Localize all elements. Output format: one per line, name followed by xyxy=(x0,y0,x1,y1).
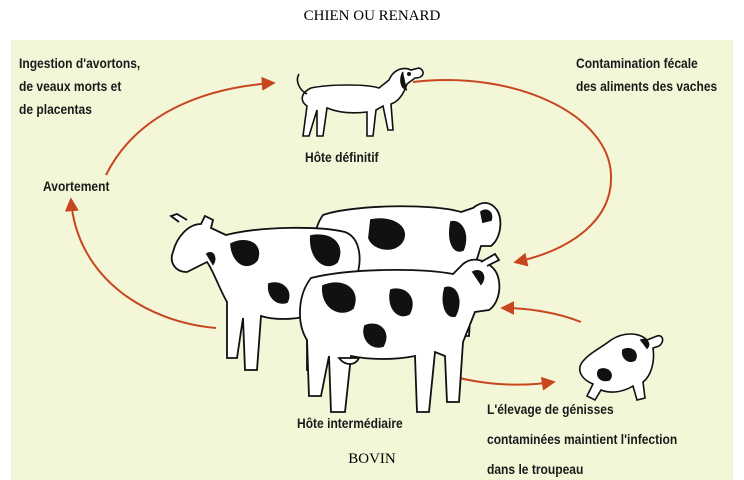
label-contamination-line-2: des aliments des vaches xyxy=(576,78,718,94)
label-abortion: Avortement xyxy=(43,178,110,194)
arrow-to-dog xyxy=(105,76,276,176)
arrow-cows-to-abortion xyxy=(64,197,217,329)
label-definitive-host: Hôte définitif xyxy=(305,149,379,165)
label-ingestion-line-2: de veaux morts et xyxy=(19,78,122,94)
label-intermediate-host: Hôte intermédiaire xyxy=(297,415,403,431)
label-ingestion-line-3: de placentas xyxy=(19,101,92,117)
life-cycle-diagram xyxy=(11,40,733,480)
arrow-calf-to-cows xyxy=(500,301,582,323)
bottom-caption: BOVIN xyxy=(348,451,396,467)
label-heifers-line-2: contaminées maintient l'infection xyxy=(487,431,678,447)
page-title: CHIEN OU RENARD xyxy=(303,8,441,24)
life-cycle-panel: Ingestion d'avortons, de veaux morts et … xyxy=(11,40,733,480)
label-ingestion-line-1: Ingestion d'avortons, xyxy=(19,55,141,71)
calf-illustration xyxy=(578,333,664,402)
label-contamination-line-1: Contamination fécale xyxy=(576,55,698,71)
cow-front xyxy=(299,252,501,413)
label-heifers-line-3: dans le troupeau xyxy=(487,461,584,477)
arrow-dog-to-cows xyxy=(412,79,613,267)
dog-illustration xyxy=(296,67,424,137)
label-heifers-line-1: L'élevage de génisses xyxy=(487,401,614,417)
